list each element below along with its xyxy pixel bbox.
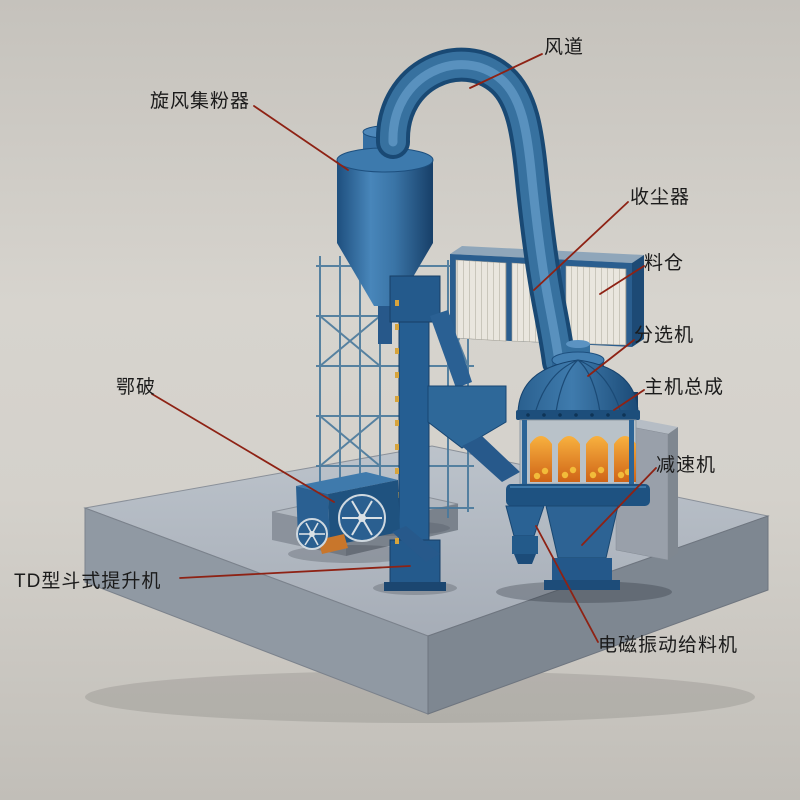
label-main-unit: 主机总成 (644, 377, 725, 398)
leader-air-duct (469, 53, 543, 89)
leader-dust-collector (533, 201, 629, 291)
feed-hopper (427, 385, 520, 482)
leader-classifier (587, 339, 635, 377)
jaw-crusher (296, 472, 440, 562)
reducer-graphic (544, 505, 620, 590)
leader-lines (151, 53, 657, 643)
label-jaw-crusher: 鄂破 (116, 377, 157, 398)
label-elevator: TD型斗式提升机 (14, 571, 162, 592)
leader-elevator (179, 565, 411, 579)
label-air-duct: 风道 (544, 37, 585, 58)
leader-feeder (535, 525, 599, 643)
grinding-balls (533, 466, 632, 480)
leader-main-unit (613, 389, 645, 411)
label-hopper: 料仓 (644, 253, 685, 274)
flywheel-large (338, 494, 386, 542)
label-feeder: 电磁振动给料机 (598, 635, 739, 656)
vibrating-feeder-graphic (505, 505, 545, 564)
label-cyclone: 旋风集粉器 (150, 91, 251, 112)
label-reducer: 减速机 (656, 455, 717, 476)
cyclone-collector (336, 125, 434, 344)
label-classifier: 分选机 (634, 325, 695, 346)
leader-cyclone (253, 105, 349, 171)
main-mill-unit (505, 340, 650, 590)
crusher-discharge-chute (392, 526, 440, 562)
label-dust-collector: 收尘器 (630, 187, 691, 208)
air-duct-pipe (376, 47, 576, 379)
flywheel-small (296, 518, 328, 550)
leader-jaw-crusher (151, 393, 335, 503)
dome-bolts (526, 413, 626, 417)
leader-reducer (581, 467, 657, 546)
leader-hopper (599, 265, 645, 295)
